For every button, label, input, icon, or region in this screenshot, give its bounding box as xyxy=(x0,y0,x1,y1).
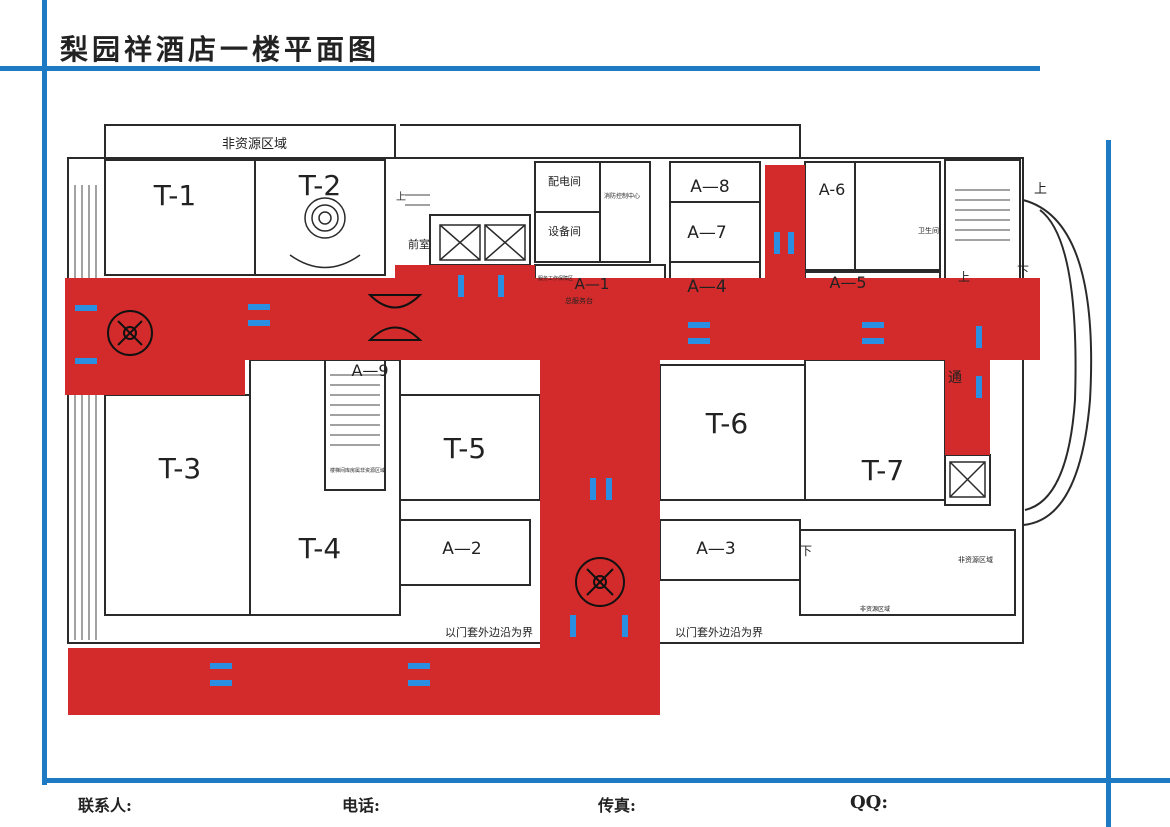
footer-phone-label: 电话: xyxy=(342,796,380,815)
footer-contact-label: 联系人: xyxy=(78,796,132,815)
label-door-edge-right: 以门套外边沿为界 xyxy=(675,625,763,639)
room-a2: A—2 xyxy=(442,539,481,559)
frame-left-line xyxy=(42,0,47,785)
label-power-room: 配电间 xyxy=(548,175,581,188)
frame-top-line xyxy=(0,66,1040,71)
revolving-door-bottom xyxy=(575,557,625,607)
room-a3: A—3 xyxy=(696,539,735,559)
public-corridor xyxy=(65,165,1040,715)
frame-right-line xyxy=(1106,140,1111,827)
double-door xyxy=(367,294,423,341)
label-service-desk: 总服务台 xyxy=(565,296,593,305)
revolving-door-left xyxy=(107,310,153,356)
room-a9: A—9 xyxy=(351,361,388,380)
room-a8: A—8 xyxy=(690,177,729,197)
label-up-1: 上 xyxy=(396,191,406,203)
room-a7: A—7 xyxy=(687,223,726,243)
annotations: 非资源区域 配电间 设备间 消防控制中心 前室 总服务台 服务工作保障区 楼梯间… xyxy=(222,137,1047,639)
room-t7: T-7 xyxy=(861,454,904,487)
room-a1: A—1 xyxy=(575,275,610,293)
room-t4: T-4 xyxy=(298,532,341,565)
label-door-edge-left: 以门套外边沿为界 xyxy=(445,625,533,639)
label-up-3: 上 xyxy=(958,270,970,284)
flow-arrows xyxy=(75,232,982,686)
footer-qq-label: QQ: xyxy=(850,792,889,813)
room-t3: T-3 xyxy=(158,452,201,485)
label-up-2: 上 xyxy=(1034,182,1047,197)
label-stair-storage: 楼梯间库房属非资源区域 xyxy=(330,467,385,474)
ornament-circle xyxy=(289,197,361,269)
room-t6: T-6 xyxy=(705,407,748,440)
frame-bottom-line xyxy=(42,778,1170,783)
label-non-resource-bottom-right: 非资源区域 xyxy=(860,605,890,613)
room-a6: A-6 xyxy=(819,180,846,199)
elevators xyxy=(439,224,986,498)
footer-fax-label: 传真: xyxy=(598,796,636,815)
label-down-2: 下 xyxy=(800,544,812,558)
label-front-room: 前室 xyxy=(408,237,430,251)
label-passage: 通 xyxy=(948,370,962,386)
page-title: 梨园祥酒店一楼平面图 xyxy=(60,33,381,66)
room-t1: T-1 xyxy=(153,179,196,212)
room-t2: T-2 xyxy=(298,169,341,202)
room-t5: T-5 xyxy=(443,432,486,465)
label-fire-control: 消防控制中心 xyxy=(604,192,640,200)
room-a4: A—4 xyxy=(687,277,726,297)
room-a5: A—5 xyxy=(829,273,866,292)
label-non-resource-right: 非资源区域 xyxy=(958,555,993,564)
label-down-1: 下 xyxy=(1017,264,1029,278)
room-labels: T-1 T-2 T-3 T-4 T-5 T-6 T-7 A—1 A—2 A—3 … xyxy=(153,169,904,565)
label-non-resource-top: 非资源区域 xyxy=(222,137,287,152)
label-toilet: 卫生间 xyxy=(918,226,939,235)
stair-lines xyxy=(74,185,1010,640)
label-equipment-room: 设备间 xyxy=(548,224,581,238)
label-staff-area: 服务工作保障区 xyxy=(538,275,573,282)
